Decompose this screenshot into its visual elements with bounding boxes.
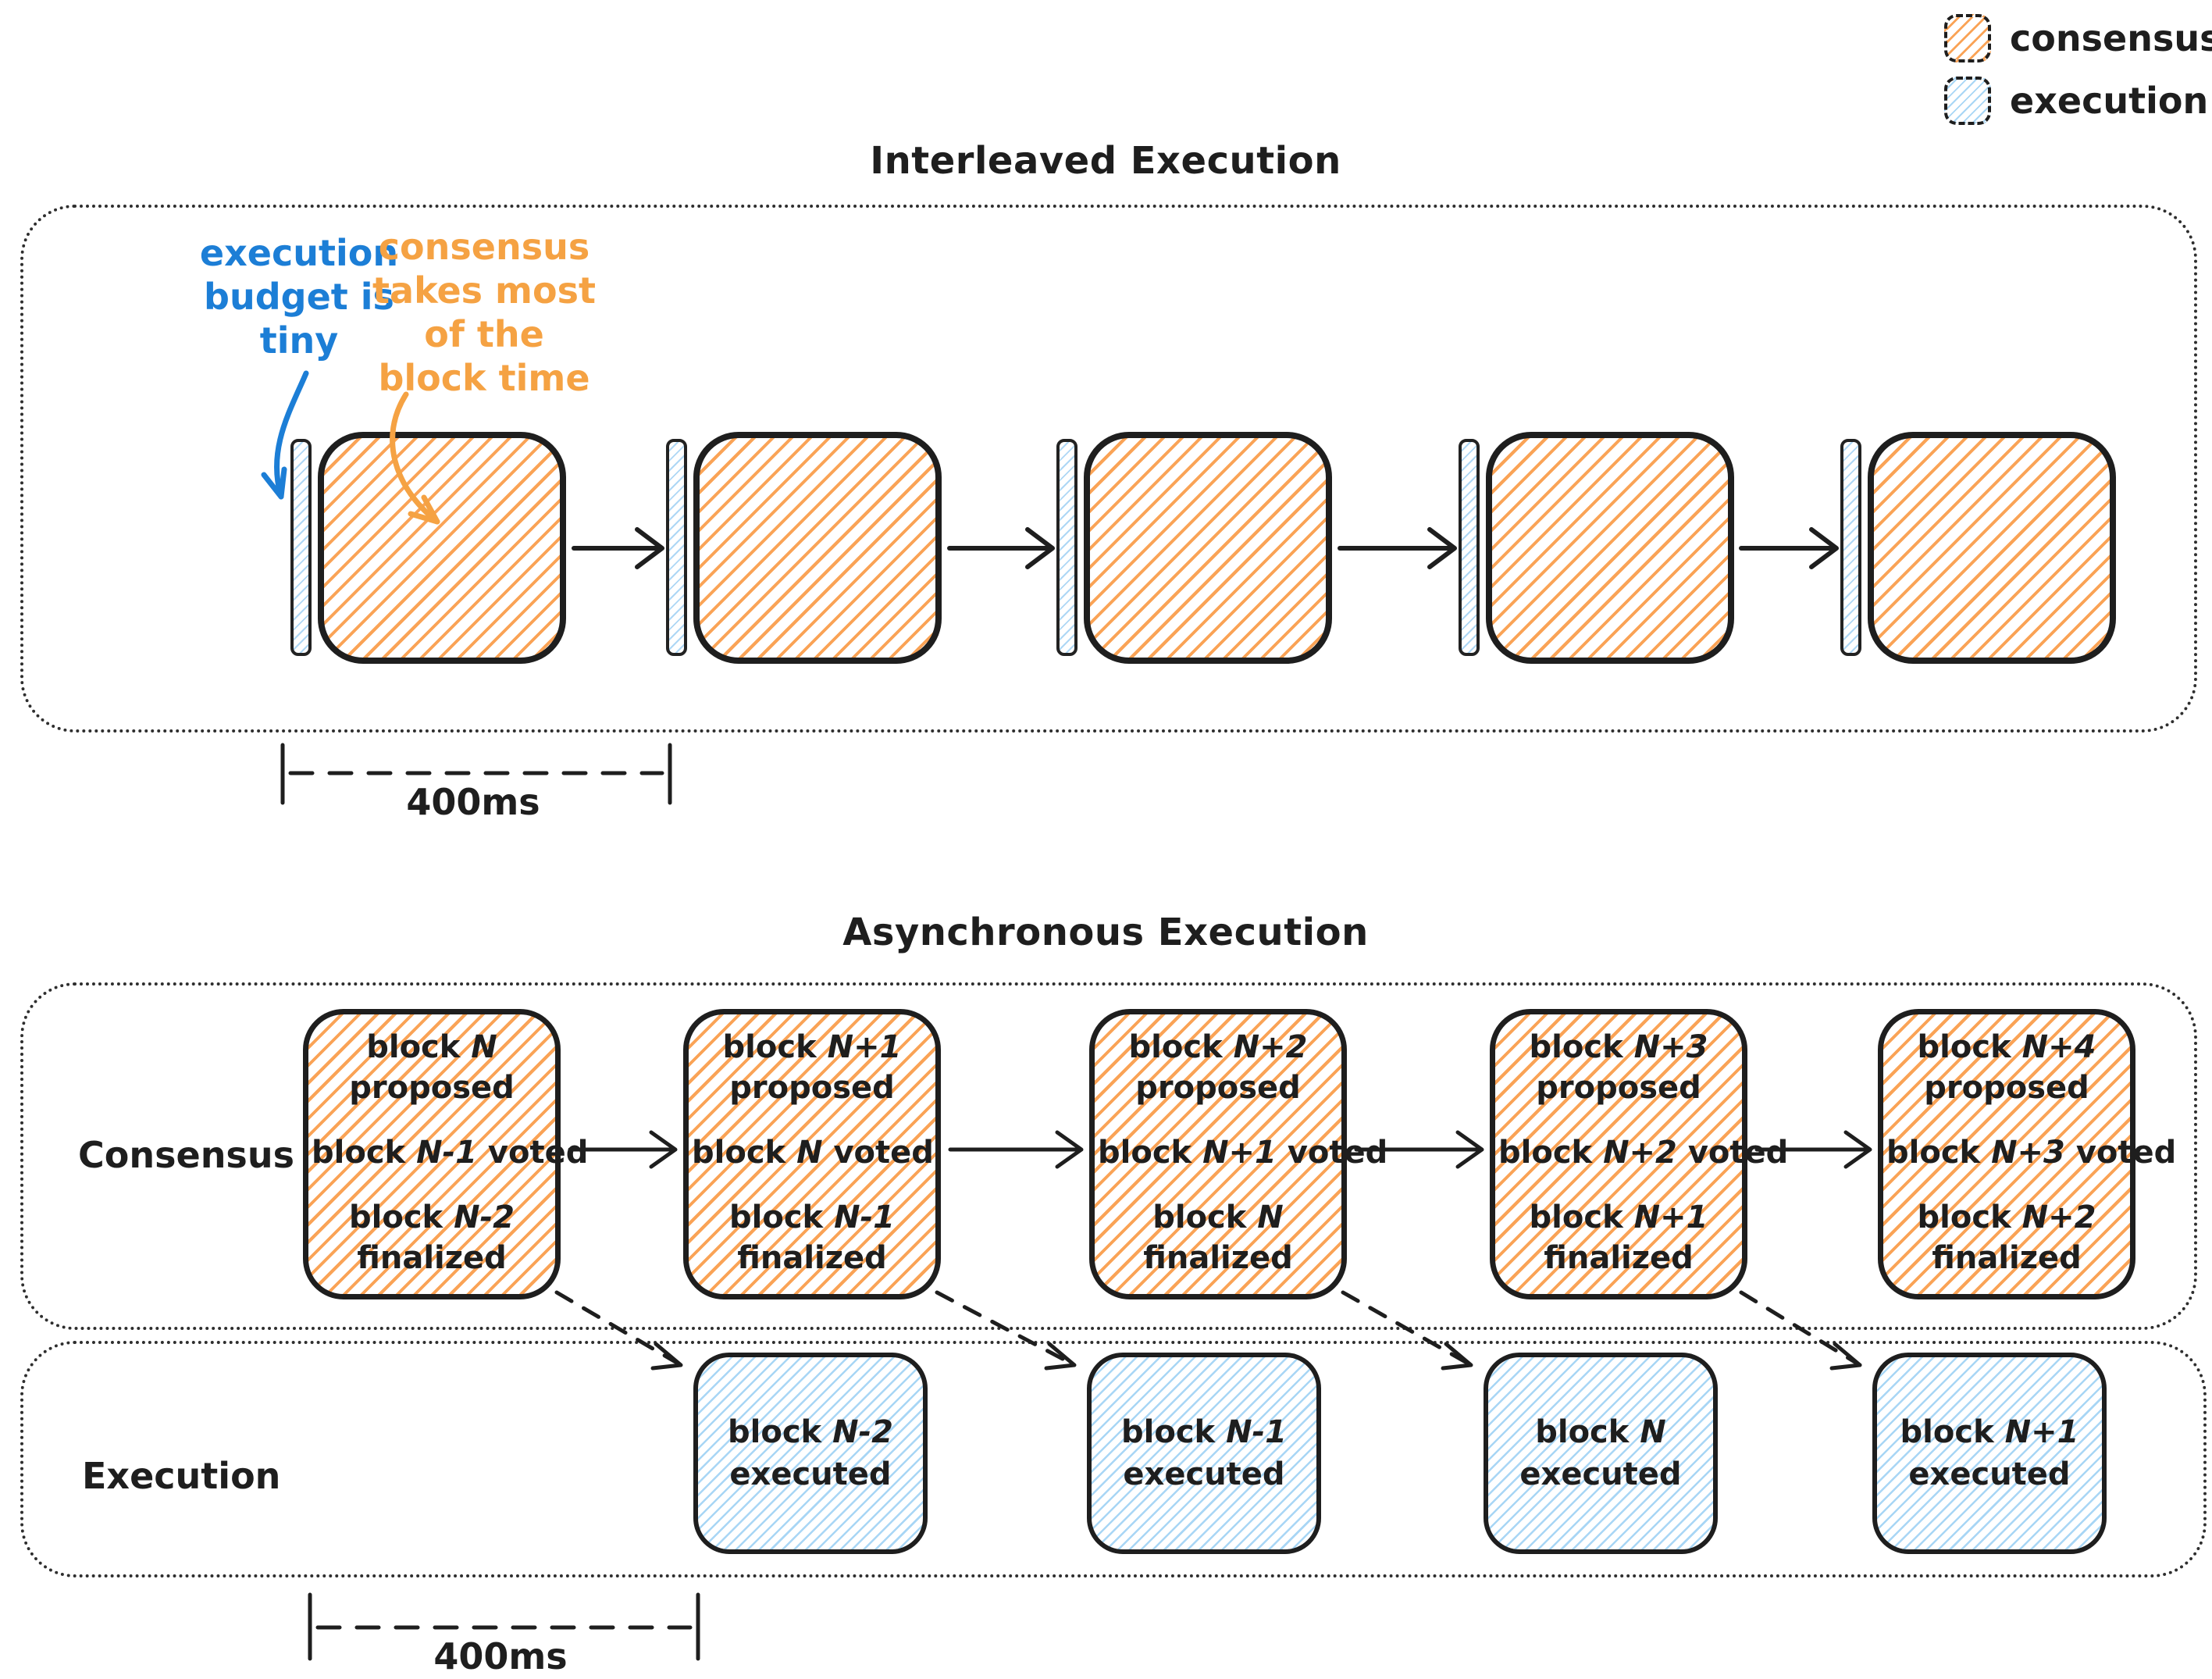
consensus-box-group: block N+3 voted (1886, 1132, 2177, 1173)
execution-budget-note: execution budget is tiny (199, 232, 399, 362)
consensus-box-group: block N-2 finalized (312, 1197, 552, 1278)
legend-item-execution: execution (1944, 77, 2208, 125)
legend-item-consensus: consensus (1944, 14, 2212, 62)
execution-box-line: executed (1519, 1456, 1682, 1492)
asynchronous-ruler-label: 400ms (433, 1635, 568, 1677)
consensus-box-group: block N+4 proposed (1886, 1027, 2127, 1108)
execution-box-line: block N (1535, 1414, 1666, 1450)
interleaved-execution-bar (1840, 439, 1861, 656)
consensus-box-line: block N+2 (1917, 1200, 2096, 1235)
execution-box: block N-2 executed (693, 1353, 928, 1554)
consensus-box-line: block N+4 (1917, 1029, 2096, 1065)
consensus-box-line: finalized (1143, 1240, 1293, 1276)
execution-box-line: block N-2 (728, 1414, 893, 1450)
execution-box-line: block N+1 (1900, 1414, 2079, 1450)
consensus-box-line: finalized (1544, 1240, 1694, 1276)
consensus-box-group: block N+2 proposed (1098, 1027, 1338, 1108)
consensus-box-line: block N-1 voted (312, 1135, 589, 1171)
interleaved-title: Interleaved Execution (870, 139, 1341, 183)
execution-box: block N+1 executed (1872, 1353, 2107, 1554)
interleaved-execution-bar (290, 439, 312, 656)
consensus-box-line: block N+2 voted (1498, 1135, 1789, 1171)
consensus-box-group: block N+2 finalized (1886, 1197, 2127, 1278)
interleaved-ruler-label: 400ms (406, 781, 540, 823)
consensus-box-line: block N+2 (1128, 1029, 1308, 1065)
consensus-box-line: proposed (1536, 1070, 1701, 1106)
consensus-box-group: block N+1 proposed (692, 1027, 932, 1108)
consensus-box: block N+1 proposed block N voted block N-1 f… (683, 1009, 941, 1299)
interleaved-execution-bar (666, 439, 687, 656)
execution-row-label: Execution (82, 1455, 281, 1497)
consensus-box-line: block N-2 (349, 1200, 515, 1235)
consensus-box-line: block N (366, 1029, 497, 1065)
execution-box-line: block N-1 (1121, 1414, 1287, 1450)
execution-box-line: executed (1123, 1456, 1285, 1492)
consensus-box: block N proposed block N-1 voted block N-2 f… (303, 1009, 589, 1299)
interleaved-execution-bar (1459, 439, 1480, 656)
interleaved-consensus-block (1084, 432, 1332, 664)
interleaved-consensus-block (1486, 432, 1734, 664)
execution-swatch-icon (1944, 77, 1991, 125)
consensus-box-group: block N+1 finalized (1498, 1197, 1739, 1278)
legend-label-execution: execution (2010, 80, 2209, 122)
consensus-box-line: finalized (737, 1240, 887, 1276)
consensus-box-line: proposed (349, 1070, 515, 1106)
consensus-box-line: block N+1 (722, 1029, 902, 1065)
consensus-row-label: Consensus (78, 1134, 294, 1176)
consensus-box-group: block N voted (692, 1132, 934, 1173)
consensus-box-line: block N+3 (1529, 1029, 1708, 1065)
consensus-box-group: block N+2 voted (1498, 1132, 1789, 1173)
consensus-box-line: finalized (357, 1240, 507, 1276)
interleaved-execution-bar (1056, 439, 1078, 656)
consensus-box-group: block N+3 proposed (1498, 1027, 1739, 1108)
interleaved-container (20, 205, 2197, 733)
consensus-box-group: block N-1 finalized (692, 1197, 932, 1278)
interleaved-consensus-block (693, 432, 942, 664)
execution-box: block N executed (1484, 1353, 1718, 1554)
execution-row-container (20, 1341, 2207, 1577)
consensus-box-line: proposed (1135, 1070, 1301, 1106)
consensus-time-note: consensus takes most of the block time (372, 226, 596, 399)
consensus-box-line: block N+1 voted (1098, 1135, 1388, 1171)
consensus-box-line: block N-1 (729, 1200, 895, 1235)
asynchronous-title: Asynchronous Execution (842, 911, 1369, 954)
consensus-box-group: block N+1 voted (1098, 1132, 1388, 1173)
consensus-box-line: proposed (729, 1070, 895, 1106)
consensus-row-container (20, 982, 2197, 1330)
consensus-box-line: block N (1152, 1200, 1284, 1235)
consensus-box-line: finalized (1932, 1240, 2082, 1276)
legend-label-consensus: consensus (2010, 17, 2212, 59)
consensus-box-group: block N proposed (312, 1027, 552, 1108)
consensus-box: block N+2 proposed block N+1 voted block N f… (1089, 1009, 1388, 1299)
consensus-box: block N+4 proposed block N+3 voted block N+… (1878, 1009, 2177, 1299)
consensus-box-line: proposed (1924, 1070, 2089, 1106)
execution-box: block N-1 executed (1087, 1353, 1321, 1554)
consensus-box-group: block N-1 voted (312, 1132, 589, 1173)
consensus-box-line: block N+3 voted (1886, 1135, 2177, 1171)
execution-box-line: executed (1908, 1456, 2071, 1492)
consensus-swatch-icon (1944, 14, 1991, 62)
consensus-box-line: block N+1 (1529, 1200, 1708, 1235)
interleaved-consensus-block (1868, 432, 2116, 664)
execution-box-line: executed (729, 1456, 892, 1492)
consensus-box-line: block N voted (692, 1135, 934, 1171)
consensus-box: block N+3 proposed block N+2 voted block N+… (1490, 1009, 1789, 1299)
interleaved-consensus-block (318, 432, 566, 664)
consensus-box-group: block N finalized (1098, 1197, 1338, 1278)
